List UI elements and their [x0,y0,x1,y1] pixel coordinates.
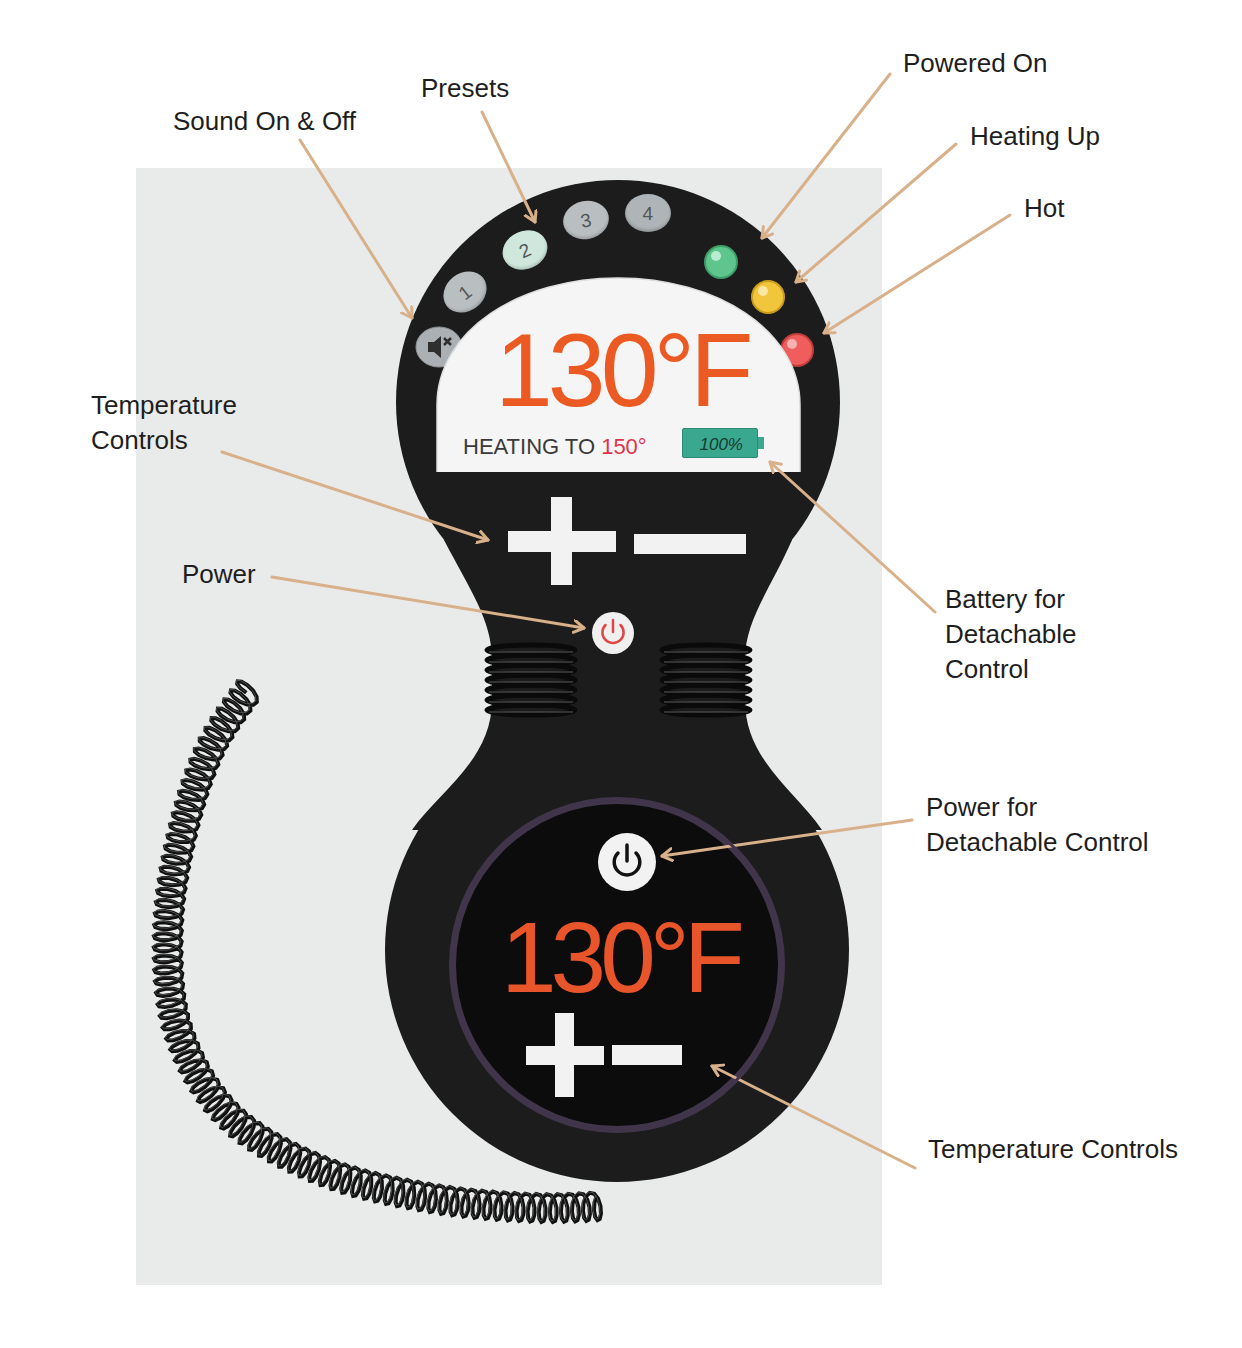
detachable-screen [456,804,778,1126]
powered-on-light [705,246,737,278]
light-glint [758,286,768,296]
detachable-power-button [598,833,656,891]
preset-number: 1 [455,281,475,302]
leader-line [272,577,584,628]
battery-indicator: 100% [682,428,758,458]
preset-button: 2 [496,223,553,276]
preset-number: 4 [643,204,654,223]
light-glint [787,339,797,349]
leader-line [824,215,1010,333]
display-outline [437,278,800,472]
springs [487,645,750,715]
callout-label: Heating Up [970,119,1100,154]
power-button [592,612,634,654]
leader-line [662,820,912,856]
leader-line [222,452,488,540]
node-outline [449,797,785,1133]
callout-label: Power for Detachable Control [926,790,1166,860]
spring-highlight [489,652,748,712]
display-text: 130°F [501,907,739,1007]
mute-cross [444,338,451,345]
main-display: 100% 130°F HEATING TO 150° [437,278,800,472]
preset-button: 4 [625,194,671,232]
detachable-display: 130°F [449,797,785,1133]
callout-label: Presets [421,71,509,106]
leader-line [762,74,890,238]
body-base [385,718,849,1182]
preset-button: 1 [435,263,495,321]
callout-label: Hot [1024,191,1064,226]
display-outline [451,799,783,1131]
leader-line [482,112,535,222]
leader-line [770,462,935,612]
callout-label: Battery for Detachable Control [945,582,1110,687]
speaker-icon [428,336,441,358]
photo-background [136,168,882,1285]
detachable-rim [449,797,785,1133]
display-text: 100% [700,436,743,453]
callout-label: Powered On [903,46,1048,81]
preset-button: 3 [560,197,612,243]
callout-label: Power [182,557,256,592]
node-outline [437,278,800,472]
detachable-control [449,797,785,1133]
battery-tab [758,437,764,449]
callout-label: Temperature Controls [928,1132,1178,1167]
plus-symbol [555,1013,574,1097]
callout-label: Temperature Controls [91,388,256,458]
temperature-buttons [508,497,746,585]
callout-label: Sound On & Off [173,104,356,139]
light-glint [711,251,721,261]
heating-up-light [752,281,784,313]
display-text: HEATING TO 150° [463,436,647,458]
leader-line [712,1066,915,1168]
power-icon [612,620,615,632]
preset-number: 3 [579,210,593,231]
leader-line [300,140,412,318]
device-body [385,180,849,1182]
leader-line [796,144,956,282]
spring-coil [662,705,750,715]
power-button-cap [592,612,634,654]
display-text: 130°F [495,318,749,422]
preset-number: 2 [516,239,533,261]
minus-symbol [634,534,746,554]
power-icon [625,845,629,861]
minus-symbol [612,1045,682,1065]
spring-coil [487,705,575,715]
plus-symbol [551,497,572,585]
display-screen [437,278,800,472]
leader-lines [222,74,1010,1168]
